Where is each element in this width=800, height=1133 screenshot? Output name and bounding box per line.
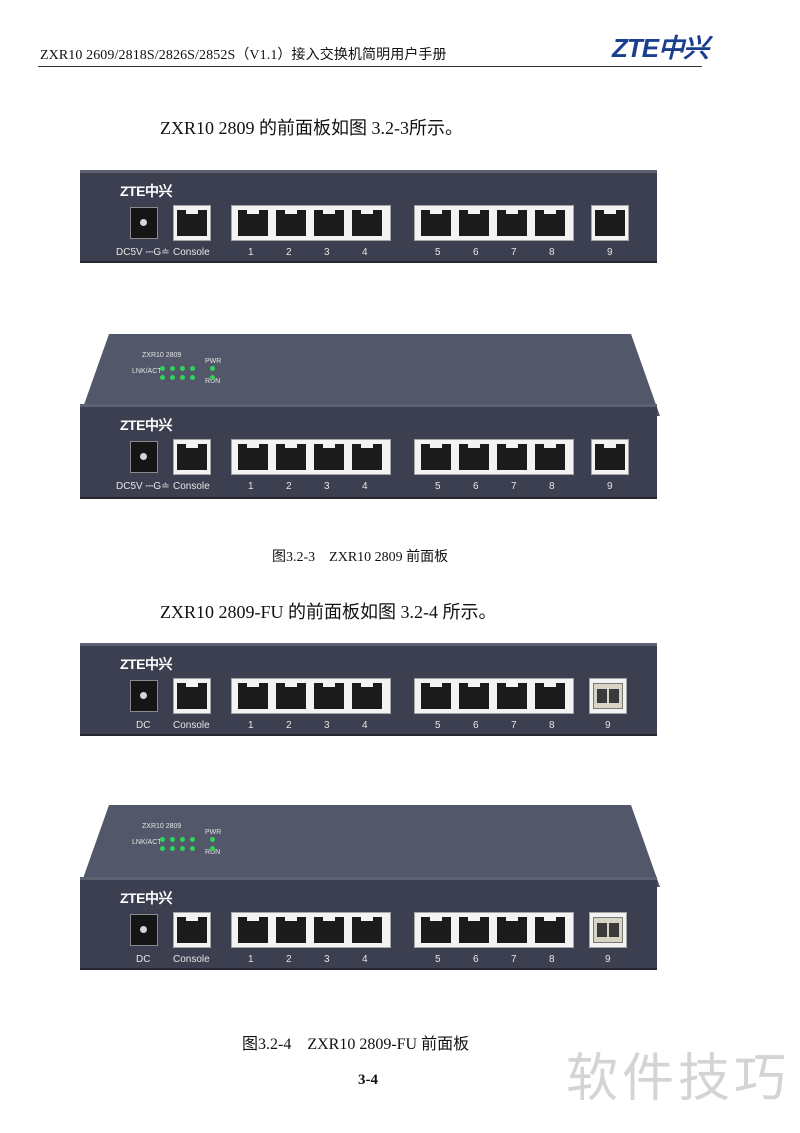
switch-2809-front-panel: ZTE中兴 DC5V ⎓G≐ Console 1 2 3 4 5 6 7 8 9 — [80, 170, 657, 263]
ports-5-8 — [414, 912, 574, 948]
port-9-sfp — [589, 678, 627, 714]
page-number: 3-4 — [358, 1072, 378, 1088]
port-label: 6 — [473, 954, 479, 965]
port-label: 8 — [549, 247, 555, 258]
lnk-act-label: LNK/ACT — [132, 368, 162, 375]
panel-brand-logo: ZTE中兴 — [120, 183, 172, 199]
fiber-port-icon — [593, 683, 623, 709]
switch-2809-fu-front-panel: ZTE中兴 DC Console 1 2 3 4 5 6 7 8 9 — [80, 643, 657, 736]
pwr-led-label: PWR — [205, 358, 222, 365]
port-label: 9 — [605, 720, 611, 731]
port-label: 7 — [511, 481, 517, 492]
panel-brand-logo: ZTE中兴 — [120, 417, 172, 433]
port-label: 9 — [607, 247, 613, 258]
dc-power-jack — [130, 207, 158, 239]
figure-caption-3-2-3: 图3.2-3 ZXR10 2809 前面板 — [272, 550, 449, 565]
switch-top-surface — [80, 805, 660, 887]
switch-2809-fu-perspective: ZXR10 2809 PWR LNK/ACT RUN ZTE中兴 DC Cons… — [80, 805, 660, 975]
panel-brand-logo: ZTE中兴 — [120, 656, 172, 672]
dc-label: DC5V ⎓G≐ — [116, 247, 170, 258]
port-label: 3 — [324, 720, 330, 731]
dc-label: DC — [136, 720, 151, 731]
panel-brand-logo: ZTE中兴 — [120, 890, 172, 906]
figure-caption-3-2-4: 图3.2-4 ZXR10 2809-FU 前面板 — [242, 1036, 470, 1053]
console-port — [173, 678, 211, 714]
paragraph-2809: ZXR10 2809 的前面板如图 3.2-3所示。 — [160, 118, 463, 138]
port-label: 3 — [324, 954, 330, 965]
ports-1-4 — [231, 912, 391, 948]
console-port — [173, 439, 211, 475]
port-label: 5 — [435, 720, 441, 731]
port-label: 1 — [248, 954, 254, 965]
port-9-ethernet — [591, 439, 629, 475]
document-header-title: ZXR10 2609/2818S/2826S/2852S（V1.1）接入交换机简… — [40, 48, 447, 63]
port-label: 6 — [473, 247, 479, 258]
port-label: 4 — [362, 481, 368, 492]
port-label: 2 — [286, 247, 292, 258]
ports-1-4 — [231, 205, 391, 241]
switch-front-face: ZTE中兴 DC5V ⎓G≐ Console 1 2 3 4 5 6 7 8 9 — [80, 404, 657, 499]
switch-front-face: ZTE中兴 DC Console 1 2 3 4 5 6 7 8 9 — [80, 877, 657, 970]
switch-top-surface — [80, 334, 660, 416]
paragraph-2809-fu: ZXR10 2809-FU 的前面板如图 3.2-4 所示。 — [160, 602, 497, 622]
port-label: 3 — [324, 481, 330, 492]
port-label: 7 — [511, 720, 517, 731]
port-label: 9 — [605, 954, 611, 965]
port-label: 5 — [435, 954, 441, 965]
console-label: Console — [173, 954, 210, 965]
console-port — [173, 205, 211, 241]
ports-5-8 — [414, 205, 574, 241]
dc-power-jack — [130, 441, 158, 473]
header-rule — [38, 66, 702, 67]
port-label: 1 — [248, 247, 254, 258]
console-label: Console — [173, 720, 210, 731]
dc-power-jack — [130, 680, 158, 712]
lnk-act-label: LNK/ACT — [132, 839, 162, 846]
top-model-label: ZXR10 2809 — [142, 823, 182, 830]
run-led-label: RUN — [205, 378, 221, 385]
port-label: 1 — [248, 481, 254, 492]
port-label: 8 — [549, 481, 555, 492]
port-label: 7 — [511, 954, 517, 965]
dc-label: DC5V ⎓G≐ — [116, 481, 170, 492]
port-label: 7 — [511, 247, 517, 258]
console-label: Console — [173, 247, 210, 258]
console-port — [173, 912, 211, 948]
port-label: 1 — [248, 720, 254, 731]
port-label: 5 — [435, 247, 441, 258]
ports-1-4 — [231, 678, 391, 714]
port-label: 6 — [473, 720, 479, 731]
ports-5-8 — [414, 439, 574, 475]
port-label: 8 — [549, 720, 555, 731]
console-label: Console — [173, 481, 210, 492]
port-label: 2 — [286, 481, 292, 492]
watermark: 软件技巧 — [566, 1049, 791, 1109]
status-leds — [144, 835, 232, 855]
port-label: 8 — [549, 954, 555, 965]
zte-logo: ZTE中兴 — [612, 33, 709, 63]
port-label: 9 — [607, 481, 613, 492]
port-label: 4 — [362, 720, 368, 731]
port-label: 3 — [324, 247, 330, 258]
port-label: 2 — [286, 720, 292, 731]
pwr-led-label: PWR — [205, 829, 222, 836]
port-label: 6 — [473, 481, 479, 492]
top-model-label: ZXR10 2809 — [142, 352, 182, 359]
port-label: 4 — [362, 954, 368, 965]
dc-label: DC — [136, 954, 151, 965]
fiber-port-icon — [593, 917, 623, 943]
port-label: 5 — [435, 481, 441, 492]
status-leds — [144, 364, 232, 384]
port-9-sfp — [589, 912, 627, 948]
port-9-ethernet — [591, 205, 629, 241]
port-label: 2 — [286, 954, 292, 965]
ports-5-8 — [414, 678, 574, 714]
ports-1-4 — [231, 439, 391, 475]
port-label: 4 — [362, 247, 368, 258]
run-led-label: RUN — [205, 849, 221, 856]
switch-2809-perspective: ZXR10 2809 PWR LNK/ACT RUN ZTE中兴 DC5V ⎓G… — [80, 334, 660, 504]
dc-power-jack — [130, 914, 158, 946]
